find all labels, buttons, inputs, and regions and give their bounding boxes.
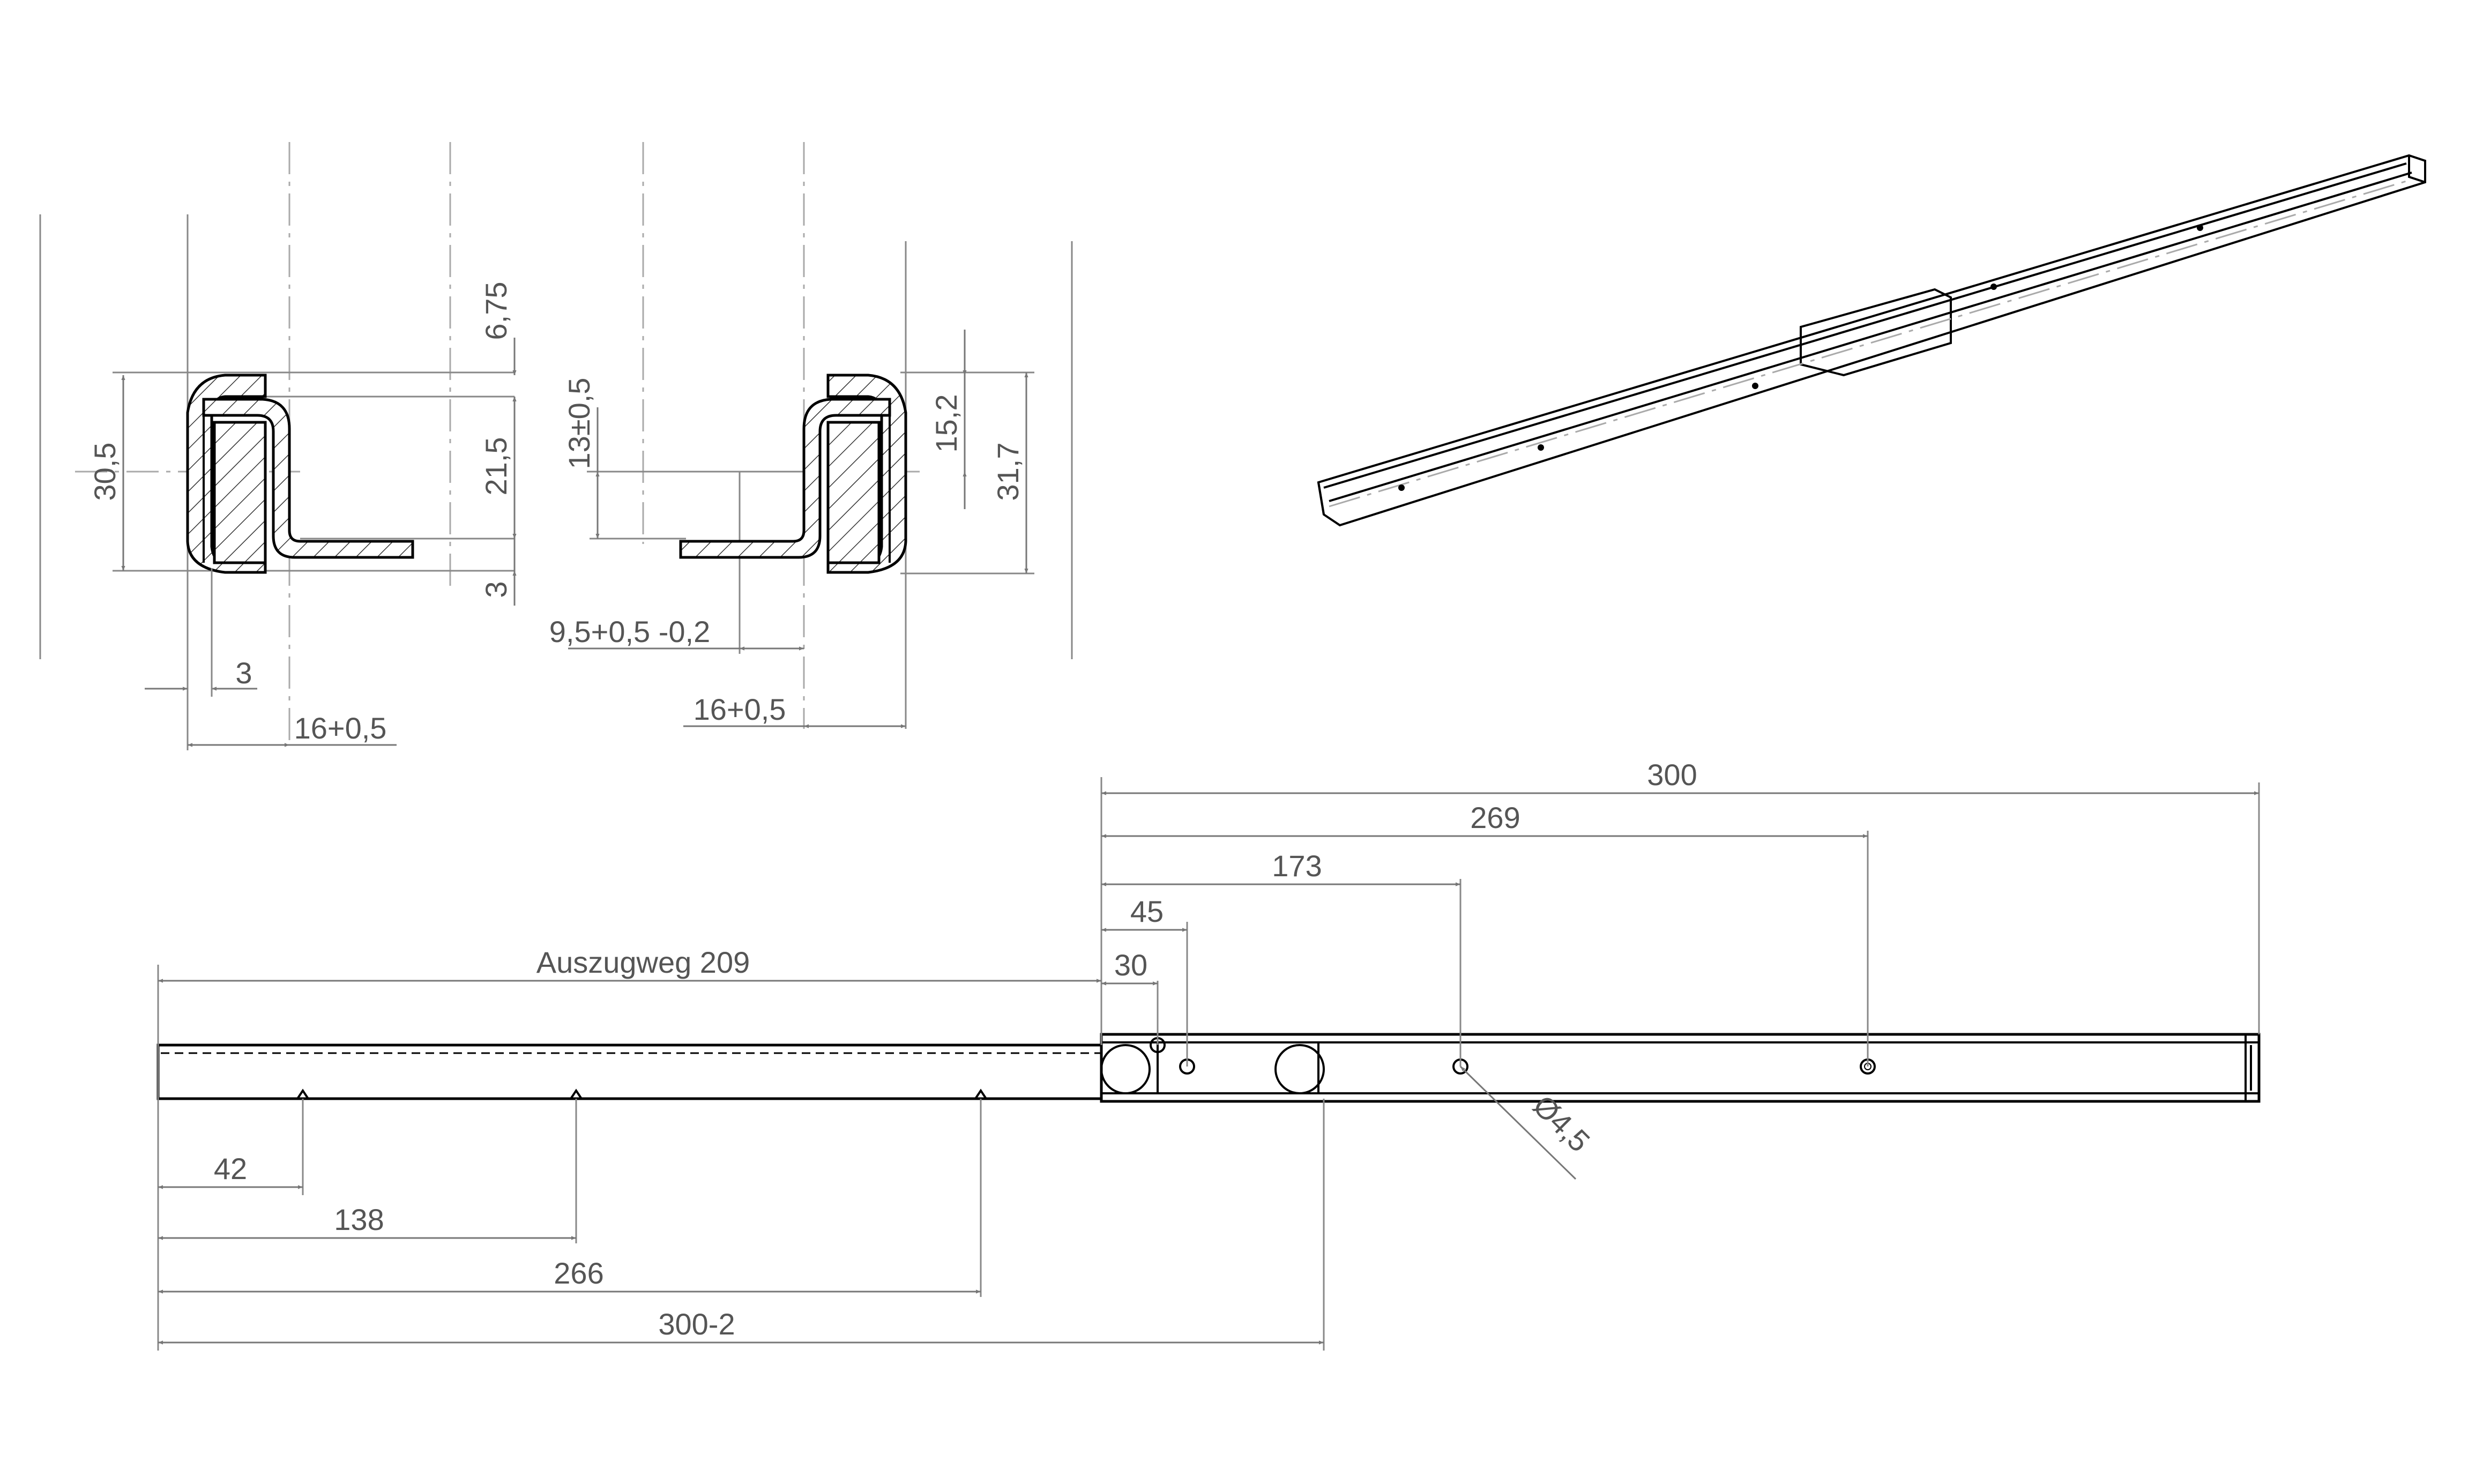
dim-9-5: 9,5+0,5 -0,2 [549,615,710,648]
dim-138: 138 [334,1203,384,1236]
outer-rail-section-right [826,374,907,574]
dim-16-right: 16+0,5 [694,692,786,726]
dim-173: 173 [1272,849,1322,883]
dim-3-bottom: 3 [479,581,513,598]
dim-13: 13±0,5 [562,378,596,469]
right-cross-section: 13±0,5 15,2 31,7 9,5+0,5 -0,2 16+0,5 [549,142,1073,729]
inner-rail-section-right [679,398,891,559]
outer-rail-section [186,374,267,574]
isometric-rail-view [1317,154,2426,527]
dim-30: 30 [1114,948,1147,982]
left-cross-section: 30,5 6,75 21,5 3 3 16+0,5 [39,142,517,750]
inner-rail-section [202,398,414,559]
ball-cage-right [826,421,881,564]
roller-left [1100,1044,1151,1094]
dim-30-5: 30,5 [88,443,122,501]
side-view: 300 269 173 45 30 Auszugweg 209 Ø4,5 42 … [156,758,2261,1351]
dim-42: 42 [214,1152,247,1185]
dim-269: 269 [1470,801,1520,834]
dim-21-5: 21,5 [479,437,513,496]
dim-auszugweg: Auszugweg 209 [536,945,750,979]
dim-31-7: 31,7 [991,443,1025,501]
dim-6-75: 6,75 [479,282,513,340]
dim-3-wall: 3 [235,656,252,690]
ball-cage [213,421,267,564]
dim-16-left: 16+0,5 [294,711,387,745]
dim-300: 300 [1647,758,1697,792]
dim-300-2: 300-2 [658,1307,735,1341]
dim-15-2: 15,2 [929,394,963,453]
dim-266: 266 [554,1256,603,1290]
dim-45: 45 [1130,894,1164,928]
